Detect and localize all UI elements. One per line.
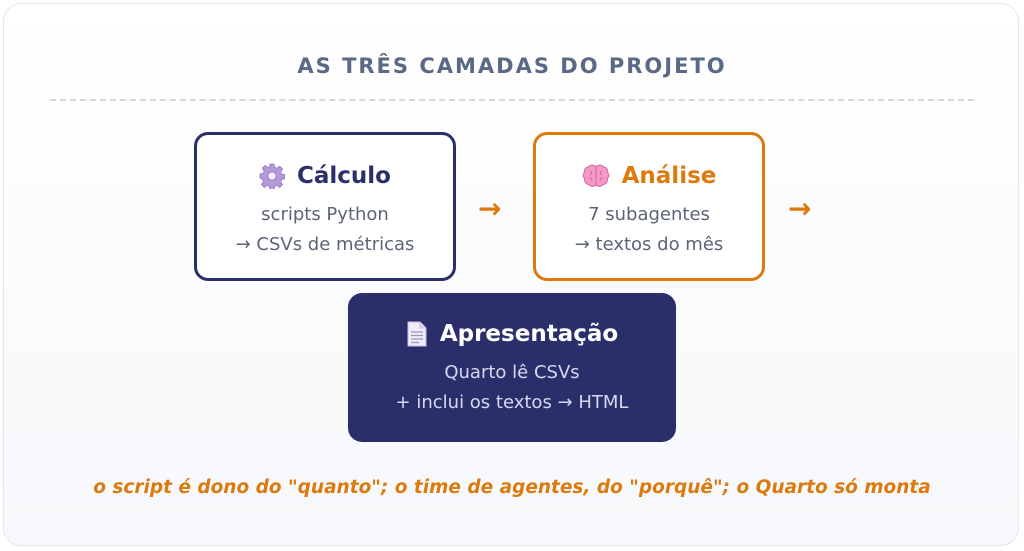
brain-icon	[582, 164, 609, 187]
apresentacao-header: Apresentação	[348, 321, 676, 347]
apresentacao-line-2: + inclui os textos → HTML	[395, 392, 629, 413]
analise-line-1: 7 subagentes	[588, 204, 710, 225]
analise-heading: Análise	[621, 163, 717, 189]
apresentacao-line-1: Quarto lê CSVs	[444, 362, 580, 383]
arrow-analise-to-apresentacao: →	[788, 192, 812, 225]
apresentacao-box: Apresentação Quarto lê CSVs + inclui os …	[348, 293, 676, 442]
calculo-header: Cálculo	[197, 163, 453, 189]
title-divider	[50, 99, 974, 101]
diagram-title: AS TRÊS CAMADAS DO PROJETO	[297, 54, 727, 78]
document-icon	[407, 321, 427, 347]
calculo-line-1: scripts Python	[261, 204, 389, 225]
analise-header: Análise	[536, 163, 762, 189]
calculo-heading: Cálculo	[297, 163, 391, 189]
analise-box: Análise 7 subagentes → textos do mês	[533, 132, 765, 281]
arrow-calculo-to-analise: →	[478, 192, 502, 225]
gear-icon	[259, 163, 285, 189]
diagram-card	[3, 3, 1019, 546]
calculo-line-2: → CSVs de métricas	[235, 234, 415, 255]
apresentacao-heading: Apresentação	[439, 321, 619, 347]
footer-caption: o script é dono do "quanto"; o time de a…	[93, 477, 931, 498]
analise-line-2: → textos do mês	[574, 234, 724, 255]
calculo-box: Cálculo scripts Python → CSVs de métrica…	[194, 132, 456, 281]
